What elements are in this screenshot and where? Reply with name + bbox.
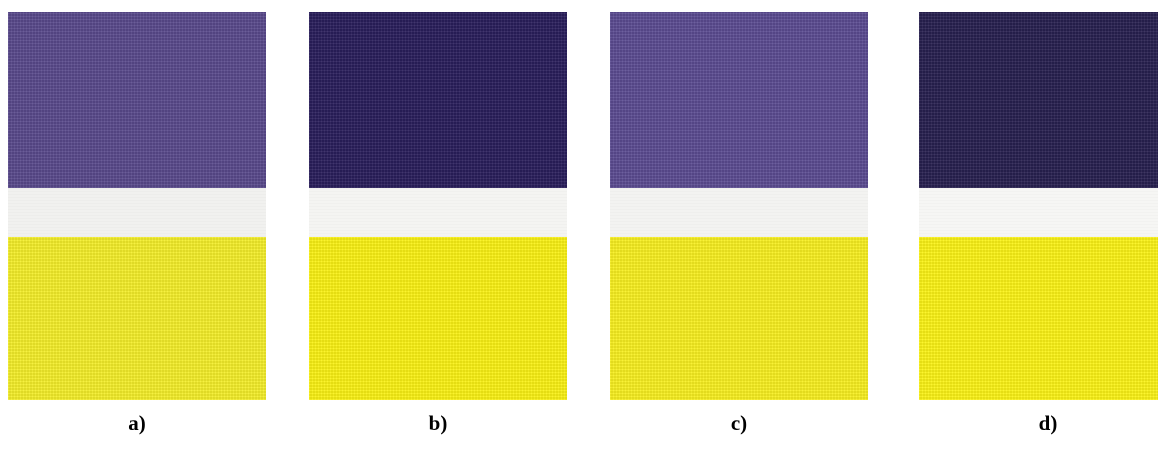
fabric-swatch-c — [610, 12, 868, 400]
sample-label-c: c) — [730, 411, 748, 435]
dyed-band-bottom-c — [610, 237, 868, 400]
fabric-swatch-a — [8, 12, 266, 400]
undyed-band-middle-a — [8, 188, 266, 237]
dyed-band-top-c — [610, 12, 868, 188]
dyed-band-top-d — [919, 12, 1158, 188]
sample-label-b: b) — [428, 411, 448, 435]
dyed-band-bottom-b — [309, 237, 567, 400]
sample-label-a: a) — [128, 411, 146, 435]
undyed-band-middle-c — [610, 188, 868, 237]
fabric-sample-c — [610, 12, 868, 400]
dyed-band-bottom-a — [8, 237, 266, 400]
dyed-band-top-b — [309, 12, 567, 188]
fabric-sample-b — [309, 12, 567, 400]
fabric-swatch-b — [309, 12, 567, 400]
fabric-sample-d — [919, 12, 1158, 400]
undyed-band-middle-d — [919, 188, 1158, 237]
fabric-swatch-d — [919, 12, 1158, 400]
sample-label-d: d) — [1038, 411, 1058, 435]
dyed-band-top-a — [8, 12, 266, 188]
fabric-sample-a — [8, 12, 266, 400]
undyed-band-middle-b — [309, 188, 567, 237]
dyed-band-bottom-d — [919, 237, 1158, 400]
